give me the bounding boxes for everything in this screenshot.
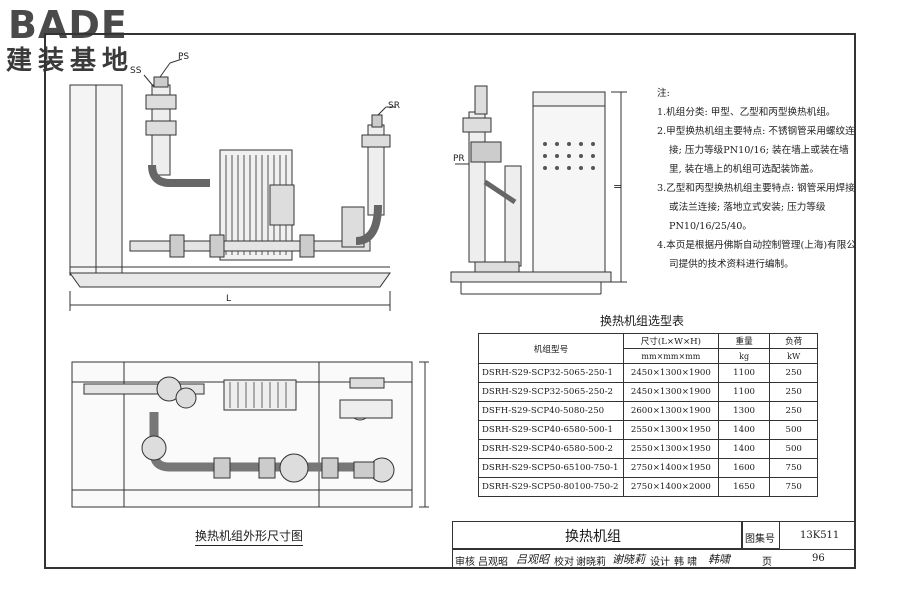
label-length: L bbox=[226, 294, 232, 304]
title-cell bbox=[452, 521, 742, 549]
drawing-frame bbox=[44, 33, 856, 569]
cell-model: DSRH-S29-SCP40-6580-500-1 bbox=[478, 420, 624, 440]
cell-load: 500 bbox=[769, 439, 818, 459]
cell-model: DSRH-S29-SCP32-5065-250-2 bbox=[478, 382, 624, 402]
cell-load: 500 bbox=[769, 420, 818, 440]
notes-block: 注: 1.机组分类: 甲型、乙型和丙型换热机组。 2.甲型换热机组主要特点: 不… bbox=[657, 84, 857, 274]
cell-weight: 1650 bbox=[717, 477, 771, 497]
header-weight-unit: kg bbox=[717, 348, 771, 364]
note-item: 3.乙型和丙型换热机组主要特点: 钢管采用焊接或法兰连接; 落地立式安装; 压力… bbox=[657, 183, 855, 232]
page-label: 页 bbox=[762, 557, 772, 568]
cell-weight: 1600 bbox=[717, 458, 771, 478]
header-size: 尺寸(L×W×H) bbox=[622, 333, 719, 349]
header-model: 机组型号 bbox=[478, 333, 624, 364]
table-row: DSRH-S29-SCP50-65100-750-1 2750×1400×195… bbox=[478, 458, 818, 478]
note-item: 1.机组分类: 甲型、乙型和丙型换热机组。 bbox=[657, 107, 836, 118]
design-label: 设计 bbox=[650, 557, 670, 568]
cell-load: 250 bbox=[769, 382, 818, 402]
header-load-unit: kW bbox=[769, 348, 818, 364]
signature-row bbox=[452, 549, 856, 569]
review-label: 审核 bbox=[455, 557, 475, 568]
cell-weight: 1100 bbox=[717, 382, 771, 402]
cell-size: 2750×1400×1950 bbox=[622, 458, 719, 478]
cell-model: DSRH-S29-SCP50-80100-750-2 bbox=[478, 477, 624, 497]
cell-load: 250 bbox=[769, 363, 818, 383]
label-pr: PR bbox=[453, 154, 465, 164]
cell-load: 250 bbox=[769, 401, 818, 421]
note-item: 4.本页是根据丹佛斯自动控制管理(上海)有限公司提供的技术资料进行编制。 bbox=[657, 240, 856, 270]
plan-view-drawing bbox=[71, 361, 429, 508]
cell-load: 750 bbox=[769, 477, 818, 497]
reviewer-signature: 吕观昭 bbox=[516, 553, 549, 566]
cell-size: 2550×1300×1950 bbox=[622, 439, 719, 459]
table-row: DSFH-S29-SCP40-5080-250 2600×1300×1900 1… bbox=[478, 401, 818, 421]
atlas-label: 图集号 bbox=[745, 534, 775, 545]
logo-subtitle: 建装基地 bbox=[6, 46, 135, 76]
drawing-title: 换热机组 bbox=[565, 529, 621, 545]
label-equal-sign: = bbox=[613, 180, 623, 193]
plan-view-title: 换热机组外形尺寸图 bbox=[195, 527, 304, 546]
cell-model: DSRH-S29-SCP40-6580-500-2 bbox=[478, 439, 624, 459]
reviewer-name: 吕观昭 bbox=[478, 557, 508, 568]
note-item: 2.甲型换热机组主要特点: 不锈钢管采用螺纹连接; 压力等级PN10/16; 装… bbox=[657, 126, 855, 175]
check-label: 校对 bbox=[554, 557, 574, 568]
checker-signature: 谢晓莉 bbox=[612, 553, 645, 566]
checker-name: 谢晓莉 bbox=[576, 557, 606, 568]
atlas-number: 13K511 bbox=[800, 530, 840, 541]
label-sr: SR bbox=[388, 101, 400, 111]
bade-logo: BADE bbox=[8, 3, 128, 47]
cell-weight: 1300 bbox=[717, 401, 771, 421]
header-weight: 重量 bbox=[717, 333, 771, 349]
cell-size: 2450×1300×1900 bbox=[622, 382, 719, 402]
atlas-label-cell bbox=[742, 521, 780, 549]
cell-model: DSRH-S29-SCP50-65100-750-1 bbox=[478, 458, 624, 478]
designer-signature: 韩啸 bbox=[708, 553, 730, 566]
cell-size: 2450×1300×1900 bbox=[622, 363, 719, 383]
table-row: DSRH-S29-SCP50-80100-750-2 2750×1400×200… bbox=[478, 477, 818, 497]
header-load: 负荷 bbox=[769, 333, 818, 349]
cell-load: 750 bbox=[769, 458, 818, 478]
table-row: DSRH-S29-SCP40-6580-500-2 2550×1300×1950… bbox=[478, 439, 818, 459]
cell-model: DSFH-S29-SCP40-5080-250 bbox=[478, 401, 624, 421]
cell-weight: 1100 bbox=[717, 363, 771, 383]
table-row: DSRH-S29-SCP32-5065-250-1 2450×1300×1900… bbox=[478, 363, 818, 383]
cell-size: 2600×1300×1900 bbox=[622, 401, 719, 421]
cell-model: DSRH-S29-SCP32-5065-250-1 bbox=[478, 363, 624, 383]
side-elevation-drawing bbox=[450, 85, 627, 295]
cell-size: 2750×1400×2000 bbox=[622, 477, 719, 497]
table-row: DSRH-S29-SCP32-5065-250-2 2450×1300×1900… bbox=[478, 382, 818, 402]
label-ps: PS bbox=[178, 52, 190, 62]
table-row: DSRH-S29-SCP40-6580-500-1 2550×1300×1950… bbox=[478, 420, 818, 440]
cell-weight: 1400 bbox=[717, 439, 771, 459]
cell-weight: 1400 bbox=[717, 420, 771, 440]
designer-name: 韩 啸 bbox=[674, 557, 698, 568]
selection-table-title: 换热机组选型表 bbox=[600, 314, 685, 328]
front-elevation-drawing bbox=[69, 58, 396, 311]
selection-table: 机组型号 尺寸(L×W×H) 重量 负荷 mm×mm×mm kg kW DSRH… bbox=[478, 333, 818, 497]
cell-size: 2550×1300×1950 bbox=[622, 420, 719, 440]
header-size-unit: mm×mm×mm bbox=[622, 348, 719, 364]
page-number: 96 bbox=[812, 553, 825, 564]
label-ss: SS bbox=[130, 66, 142, 76]
notes-title: 注: bbox=[657, 88, 670, 99]
